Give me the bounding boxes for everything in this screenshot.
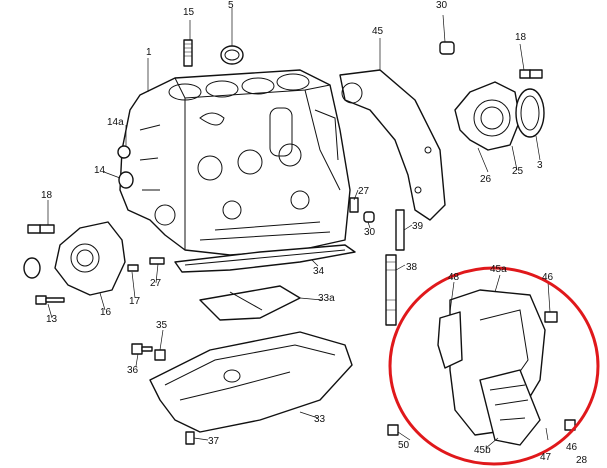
callout-25: 25 xyxy=(512,166,524,177)
callout-37: 37 xyxy=(208,436,220,447)
callout-26: 26 xyxy=(480,174,492,185)
callout-14a: 14a xyxy=(107,117,124,128)
callout-27-right: 27 xyxy=(358,186,370,197)
plug-5 xyxy=(220,45,244,65)
engine-block xyxy=(119,69,351,256)
callout-15: 15 xyxy=(183,7,195,18)
dowel-pin-27 xyxy=(149,257,165,265)
callout-14: 14 xyxy=(94,165,106,176)
callout-1: 1 xyxy=(146,47,152,58)
callout-50: 50 xyxy=(398,440,410,451)
oil-baffle-33a xyxy=(199,285,301,321)
callout-39: 39 xyxy=(412,221,424,232)
bolt-13 xyxy=(35,295,65,305)
callout-46-bottom: 46 xyxy=(566,442,578,453)
highlight-circle xyxy=(388,266,600,466)
leader-lines xyxy=(47,8,551,449)
stud-15 xyxy=(183,39,193,67)
callout-27-left: 27 xyxy=(150,278,162,289)
callout-45b: 45b xyxy=(474,445,491,456)
bolt-35 xyxy=(154,349,166,361)
callout-30-top: 30 xyxy=(436,0,448,11)
plug-14a xyxy=(117,145,131,159)
front-seal-flange xyxy=(23,221,126,296)
callout-5: 5 xyxy=(228,0,234,11)
oil-pan-gasket xyxy=(174,244,356,273)
core-plug-14 xyxy=(118,171,134,189)
callout-36: 36 xyxy=(127,365,139,376)
callout-17: 17 xyxy=(129,296,141,307)
callout-47: 47 xyxy=(540,452,552,463)
callout-45a: 45a xyxy=(490,264,507,275)
callout-30-right: 30 xyxy=(364,227,376,238)
flywheel-cover-assembly xyxy=(387,289,576,446)
callout-28: 28 xyxy=(576,455,588,466)
callout-33: 33 xyxy=(314,414,326,425)
callout-3: 3 xyxy=(537,160,543,171)
callout-13: 13 xyxy=(46,314,58,325)
rear-seal-flange xyxy=(454,69,545,151)
dipstick-tube xyxy=(385,209,405,326)
bushing-27-right xyxy=(349,197,359,213)
callout-46-top: 46 xyxy=(542,272,554,283)
callout-38: 38 xyxy=(406,262,418,273)
dowel-pin-17 xyxy=(127,264,139,272)
callout-16: 16 xyxy=(100,307,112,318)
oil-pan-33 xyxy=(149,331,353,433)
callout-18-right: 18 xyxy=(515,32,527,43)
plug-30-right xyxy=(363,211,375,223)
callout-33a: 33a xyxy=(318,293,335,304)
drain-plug-37 xyxy=(185,431,195,445)
intermediate-plate-45 xyxy=(339,69,446,221)
plug-30-top xyxy=(439,41,455,55)
callout-48: 48 xyxy=(448,272,460,283)
callout-34: 34 xyxy=(313,266,325,277)
callout-35: 35 xyxy=(156,320,168,331)
bolt-36 xyxy=(131,343,153,355)
callout-18-left: 18 xyxy=(41,190,53,201)
callout-45: 45 xyxy=(372,26,384,37)
